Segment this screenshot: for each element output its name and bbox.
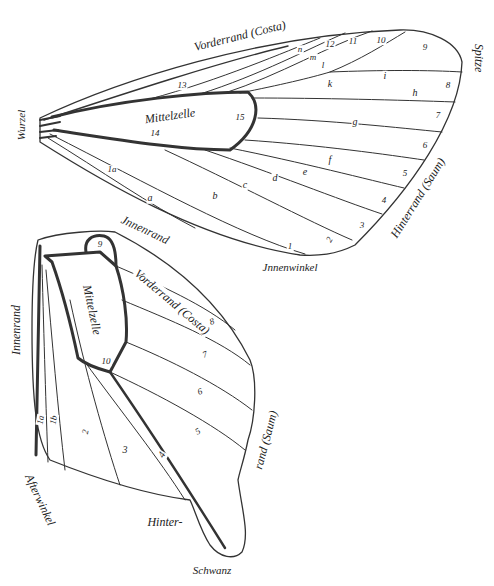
part-label: Hinterrand (Saum) bbox=[388, 155, 448, 241]
callout-number: c bbox=[242, 180, 248, 191]
vein bbox=[50, 134, 305, 254]
part-label: Vorderrand (Costa) bbox=[192, 18, 288, 53]
callout-number: d bbox=[272, 173, 279, 184]
callout-number: 1 bbox=[287, 242, 294, 251]
vein bbox=[258, 118, 442, 132]
callout-number: 11 bbox=[348, 37, 358, 46]
callout-number: 9 bbox=[422, 43, 429, 52]
callout-number: f bbox=[328, 155, 333, 166]
callout-number: 3 bbox=[122, 445, 129, 456]
part-label: Jnnenrand bbox=[118, 213, 172, 247]
callout-number: 13 bbox=[177, 81, 188, 90]
vein bbox=[40, 116, 60, 138]
callout-number: 6 bbox=[422, 141, 429, 150]
callout-number: 2 bbox=[324, 235, 335, 245]
callout-number: b bbox=[212, 191, 219, 202]
callout-number: l bbox=[321, 61, 326, 70]
callout-number: 8 bbox=[445, 81, 452, 90]
callout-number: 1b bbox=[48, 414, 59, 426]
callout-number: 3 bbox=[359, 221, 366, 230]
callout-number: a bbox=[147, 193, 154, 204]
callout-number: 12 bbox=[325, 40, 336, 49]
callout-number: g bbox=[352, 117, 359, 128]
callout-number: n bbox=[297, 45, 304, 54]
callout-number: 9 bbox=[97, 240, 104, 249]
part-label: Spitze bbox=[473, 43, 486, 74]
vein bbox=[110, 372, 245, 450]
part-label: Vorderrand (Costa) bbox=[131, 266, 213, 337]
callout-number: 2 bbox=[81, 428, 91, 436]
vein bbox=[240, 32, 462, 93]
part-label: Afterwinkel bbox=[22, 471, 58, 528]
callout-number: e bbox=[302, 167, 308, 178]
part-label: rand (Saum) bbox=[252, 408, 280, 471]
callout-number: 15 bbox=[235, 113, 246, 122]
cell-outline bbox=[52, 92, 256, 150]
part-label: Innenrand bbox=[10, 304, 23, 356]
callout-number: 4 bbox=[156, 449, 169, 460]
callout-number: i bbox=[383, 71, 388, 82]
callout-number: 10 bbox=[376, 36, 387, 45]
callout-number: 14 bbox=[150, 129, 161, 138]
callout-number: 7 bbox=[435, 111, 442, 120]
hindwing-outline bbox=[32, 231, 255, 556]
part-label: Mittelzelle bbox=[80, 283, 103, 337]
callout-number: 1a bbox=[107, 165, 118, 174]
part-label: Wurzel bbox=[16, 109, 28, 142]
forewing-outline bbox=[40, 30, 462, 255]
callout-number: 5 bbox=[193, 426, 203, 437]
callout-number: 5 bbox=[402, 169, 409, 178]
vein bbox=[46, 270, 65, 470]
part-label: Mittelzelle bbox=[143, 106, 197, 126]
cell-outline bbox=[45, 252, 127, 372]
callout-number: k bbox=[327, 79, 333, 90]
callout-number: 1a bbox=[35, 414, 46, 426]
callout-number: m bbox=[309, 53, 318, 62]
part-label: Schwanz bbox=[192, 565, 233, 577]
vein bbox=[110, 372, 225, 548]
callout-number: 6 bbox=[195, 386, 204, 397]
part-label: Jnnenwinkel bbox=[262, 262, 319, 274]
callout-number: h bbox=[412, 88, 419, 99]
part-label: Hinter- bbox=[146, 516, 183, 529]
callout-number: 10 bbox=[101, 357, 112, 366]
vein bbox=[85, 362, 185, 500]
vein bbox=[126, 342, 252, 410]
callout-number: 7 bbox=[200, 349, 209, 360]
cell-outline bbox=[86, 236, 116, 266]
callout-number: 4 bbox=[381, 196, 388, 205]
vein bbox=[42, 265, 48, 462]
vein bbox=[252, 98, 455, 102]
